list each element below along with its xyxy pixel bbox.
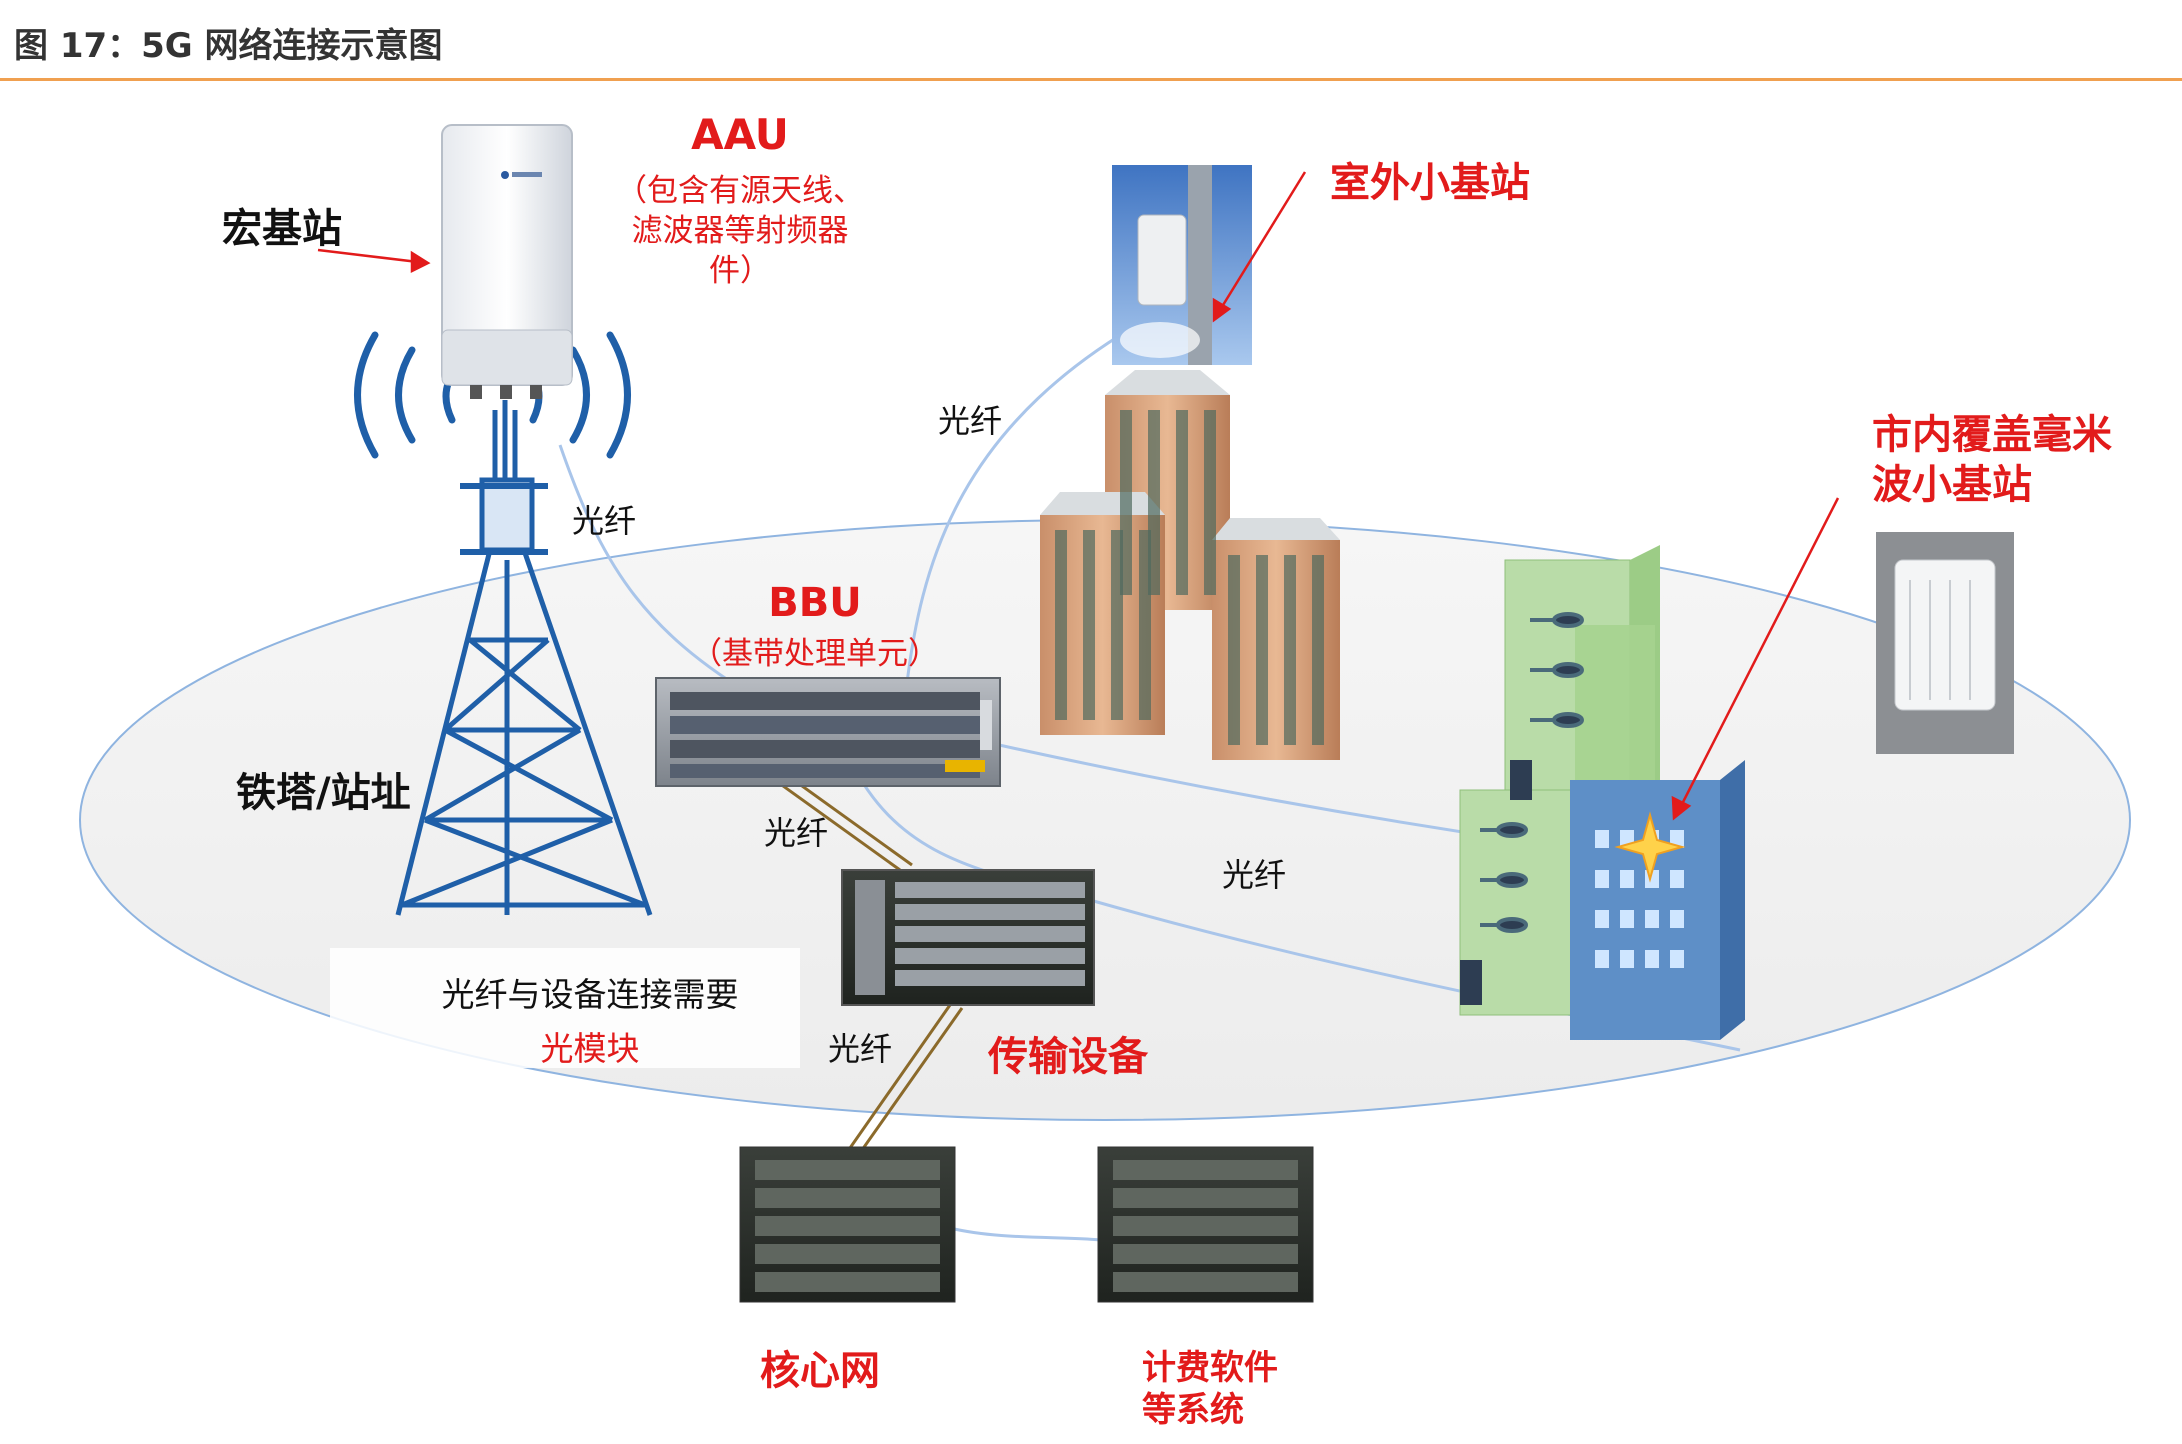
fiber-label-city: 光纤 [1222,856,1287,894]
bbu-title: BBU [768,580,862,626]
mmwave-label-line1: 市内覆盖毫米 [1872,412,2112,458]
lattice-tower-icon [395,400,653,916]
fiber-label-outdoor: 光纤 [938,402,1003,440]
pole-small-cell-icon [1112,165,1252,365]
bbu-desc: （基带处理单元） [691,636,939,672]
antenna-arms [1480,612,1584,933]
core-network-label: 核心网 [760,1348,880,1394]
macro-station-label: 宏基站 [222,206,342,252]
bbu-chassis-icon [655,677,1001,787]
fiber-label-core: 光纤 [828,1030,893,1068]
office-windows [1595,830,1684,968]
server-rack-icon [739,1146,956,1303]
figure-title: 图 17：5G 网络连接示意图 [14,26,443,66]
transport-chassis-icon [841,869,1095,1006]
aau-desc-line3: 件） [709,253,771,289]
module-note-backdrop [330,948,800,1068]
aau-desc-line2: 滤波器等射频器 [631,213,849,249]
server-rack-icon [1097,1146,1314,1303]
building-windows [1055,410,1324,745]
aau-panel-icon [441,124,573,399]
red-arrow-icon [317,171,1840,821]
outdoor-small-cell-label: 室外小基站 [1330,160,1530,206]
module-note-line2: 光模块 [540,1029,640,1068]
star-spark-icon [1614,811,1686,883]
aau-title: AAU [691,110,789,159]
aau-desc-line1: （包含有源天线、 [616,173,864,209]
mmwave-cell-icon [1876,532,2014,754]
fiber-label-tower: 光纤 [572,502,637,540]
transport-label: 传输设备 [988,1034,1148,1080]
billing-label-line1: 计费软件 [1142,1348,1278,1388]
title-rule [0,78,2182,81]
module-note-line1: 光纤与设备连接需要 [441,975,739,1014]
mmwave-label-line2: 波小基站 [1872,462,2032,508]
tower-site-label: 铁塔/站址 [236,770,411,816]
billing-label-line2: 等系统 [1142,1390,1244,1430]
fiber-label-bbu-transport: 光纤 [764,814,829,852]
